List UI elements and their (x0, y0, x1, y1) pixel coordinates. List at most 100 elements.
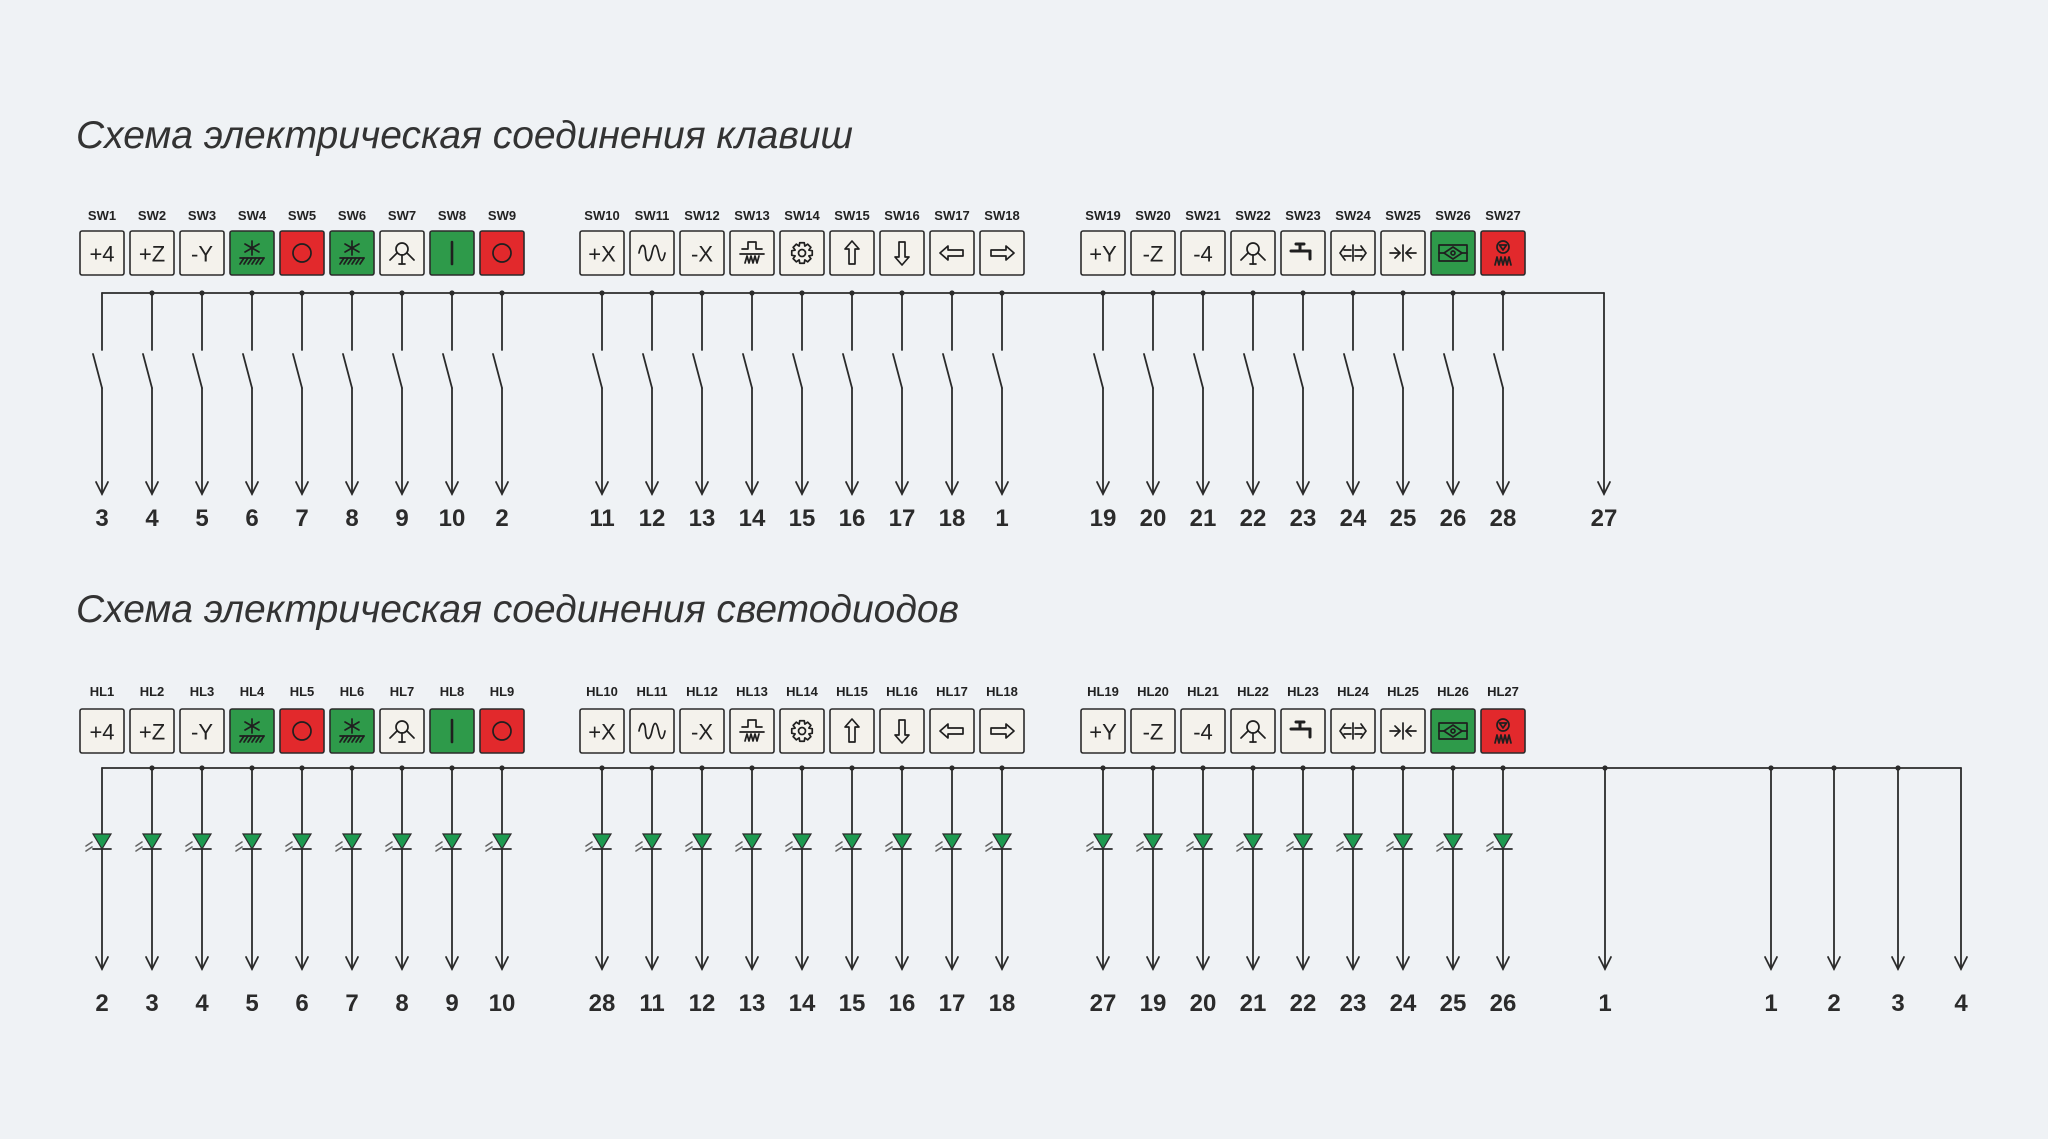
icon-part (1405, 725, 1412, 737)
wave-icon (638, 722, 666, 740)
key-ref-sw26: SW26 (1435, 208, 1470, 223)
led-symbol (641, 833, 663, 851)
pin-number: 24 (1340, 505, 1367, 532)
converge-arrows-icon (1389, 722, 1417, 740)
switch-contact (1493, 353, 1504, 389)
led-emission-mark (1136, 846, 1144, 852)
icon-part (492, 721, 512, 741)
icon-part (1443, 724, 1463, 738)
led-symbol (441, 833, 463, 851)
led-emission-mark (1086, 846, 1094, 852)
button-face (79, 708, 125, 754)
pin-number: 21 (1240, 990, 1267, 1017)
led-button-hl23 (1280, 708, 1326, 754)
led-emission-mark (835, 841, 843, 847)
pin-number: 28 (589, 990, 616, 1017)
led-emission-mark (935, 846, 943, 852)
icon-part (247, 735, 253, 743)
arrow-head (245, 481, 259, 497)
arrow-head (1346, 481, 1360, 497)
button-label: -4 (1193, 242, 1213, 267)
led-button-hl1: +4 (79, 708, 125, 754)
icon-part (1360, 245, 1367, 261)
led-symbol (1092, 833, 1114, 851)
led-symbol (141, 833, 163, 851)
icon-part (343, 257, 349, 265)
pin-number: 2 (1827, 990, 1840, 1017)
pin-number: 12 (689, 990, 716, 1017)
arrow-up-icon (844, 718, 860, 743)
icon-part (1339, 723, 1346, 739)
button-label: +Y (1089, 242, 1117, 267)
arrow-head (445, 481, 459, 497)
led-symbol (1142, 833, 1164, 851)
diamond-frame-icon (1438, 722, 1468, 740)
icon-part (259, 257, 265, 265)
arrow-head (1096, 481, 1110, 497)
arrow-right-icon (990, 723, 1015, 739)
pin-number: 8 (345, 505, 358, 532)
key-button-sw21: -4 (1180, 230, 1226, 276)
key-ref-sw9: SW9 (488, 208, 516, 223)
led-ref-hl16: HL16 (886, 684, 918, 699)
led-ref-hl26: HL26 (1437, 684, 1469, 699)
arrow-head (1296, 481, 1310, 497)
pin-number: 16 (839, 505, 866, 532)
button-label: +Y (1089, 720, 1117, 745)
arrow-head (95, 956, 109, 972)
icon-part (292, 243, 312, 263)
pin-number: 26 (1440, 505, 1467, 532)
key-ref-sw13: SW13 (734, 208, 769, 223)
icon-part (744, 255, 760, 264)
stop-circle-icon (492, 721, 512, 741)
button-face (979, 230, 1025, 276)
led-symbol (491, 833, 513, 851)
led-emission-mark (1286, 846, 1294, 852)
led-emission-mark (485, 846, 493, 852)
icon-part (239, 735, 245, 743)
button-face (679, 708, 725, 754)
key-ref-sw14: SW14 (784, 208, 820, 223)
arrow-head (1496, 956, 1510, 972)
icon-part (1498, 244, 1508, 251)
emergency-icon (1494, 240, 1512, 266)
button-label: -Y (191, 720, 213, 745)
icon-part (844, 240, 860, 265)
arrow-head (845, 956, 859, 972)
key-ref-sw8: SW8 (438, 208, 466, 223)
pin-number: 4 (195, 990, 209, 1017)
led-emission-mark (1236, 841, 1244, 847)
pin-number: 14 (739, 505, 766, 532)
lamp-icon (389, 720, 415, 743)
icon-part (359, 257, 365, 265)
pin-number: 27 (1591, 505, 1618, 532)
key-ref-sw3: SW3 (188, 208, 216, 223)
arrow-head (895, 956, 909, 972)
led-button-hl26 (1430, 708, 1476, 754)
arrow-head (645, 956, 659, 972)
stop-circle-icon (292, 243, 312, 263)
switch-contact (1343, 353, 1354, 389)
button-label: +Z (139, 720, 165, 745)
button-face (129, 708, 175, 754)
pin-number: 27 (1090, 990, 1117, 1017)
key-ref-sw5: SW5 (288, 208, 316, 223)
arrow-head (845, 481, 859, 497)
switch-contact (1443, 353, 1454, 389)
icon-part (638, 722, 666, 740)
led-emission-mark (1436, 841, 1444, 847)
key-button-sw22 (1230, 230, 1276, 276)
pin-number: 6 (295, 990, 308, 1017)
key-button-sw23 (1280, 230, 1326, 276)
led-ref-hl3: HL3 (190, 684, 215, 699)
pin-number: 4 (145, 505, 159, 532)
arrow-head (1446, 956, 1460, 972)
icon-part (1450, 728, 1456, 734)
led-emission-mark (735, 846, 743, 852)
arrow-head (745, 956, 759, 972)
switch-contact (842, 353, 853, 389)
arrow-head (395, 956, 409, 972)
led-ref-hl24: HL24 (1337, 684, 1370, 699)
button-label: +Z (139, 242, 165, 267)
